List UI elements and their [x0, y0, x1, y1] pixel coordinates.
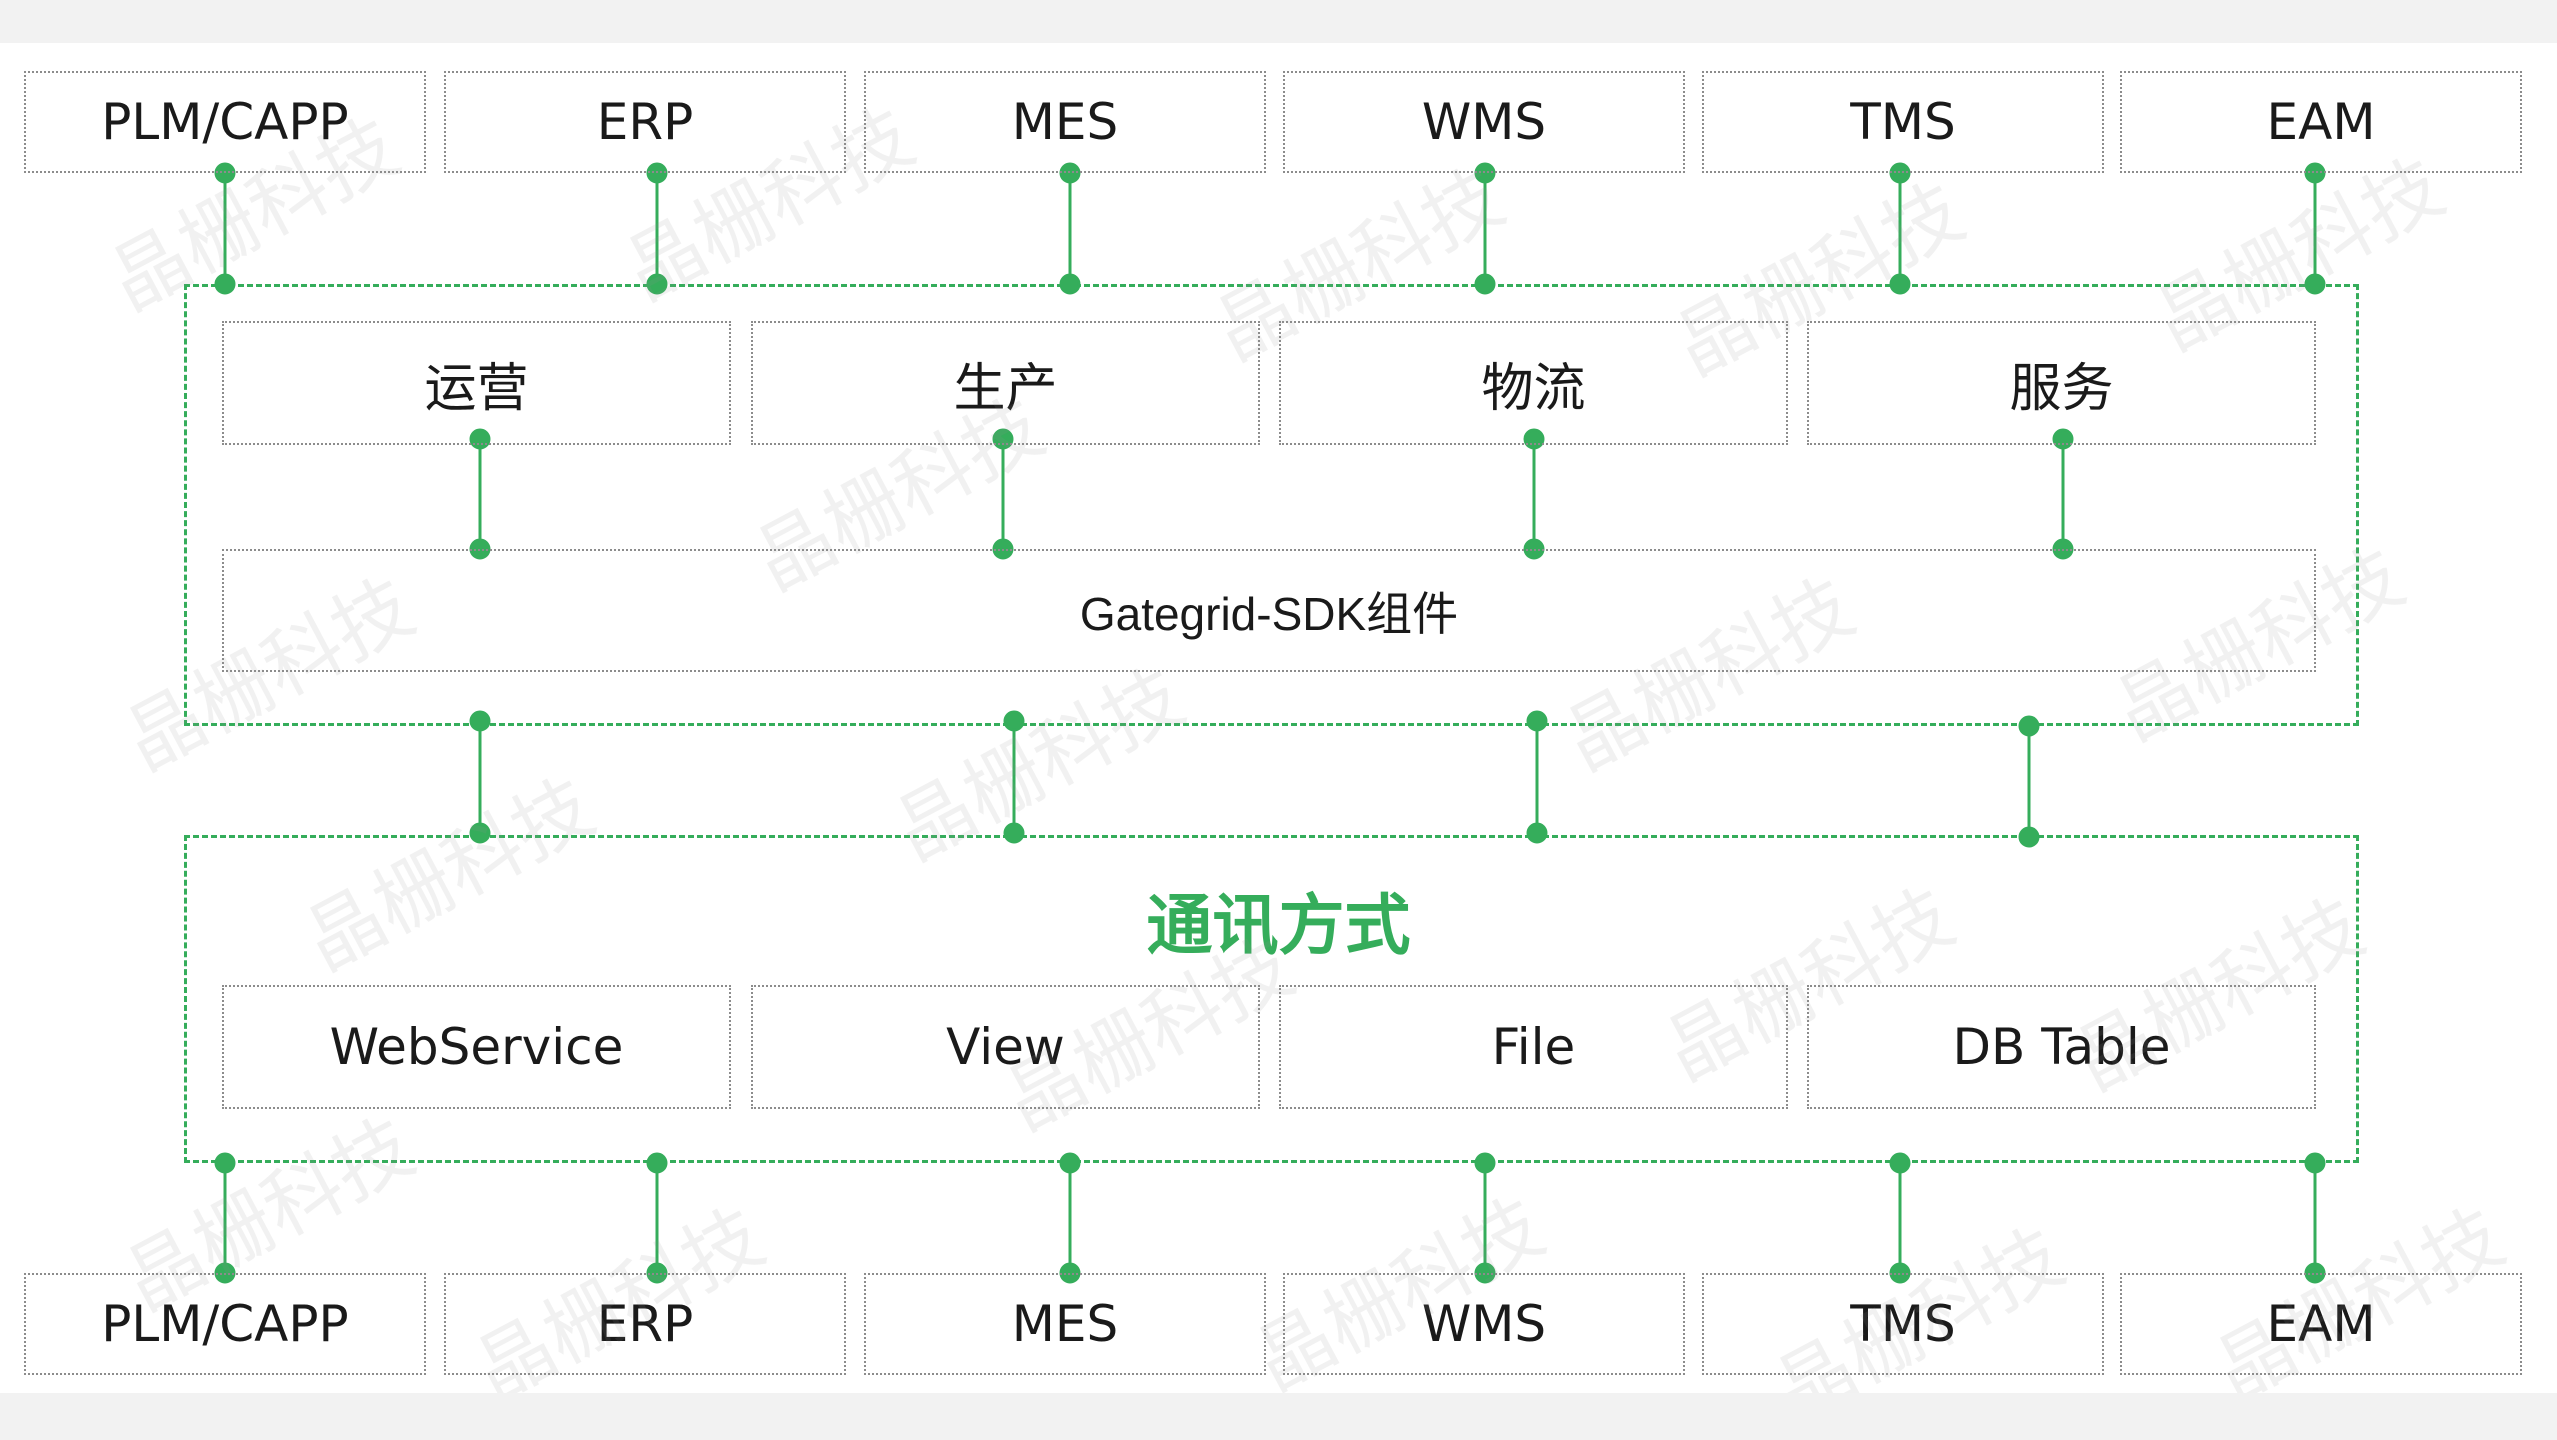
method-db-table: DB Table	[1807, 985, 2316, 1109]
bottom-system-erp: ERP	[444, 1273, 846, 1375]
module-operations: 运营	[222, 321, 731, 445]
bottom-system-tms: TMS	[1702, 1273, 2104, 1375]
module-logistics: 物流	[1279, 321, 1788, 445]
top-system-mes: MES	[864, 71, 1266, 173]
module-production: 生产	[751, 321, 1260, 445]
bottom-system-eam: EAM	[2120, 1273, 2522, 1375]
platform-group	[184, 284, 2359, 726]
bottom-system-mes: MES	[864, 1273, 1266, 1375]
bottom-system-wms: WMS	[1283, 1273, 1685, 1375]
method-webservice: WebService	[222, 985, 731, 1109]
method-view: View	[751, 985, 1260, 1109]
top-system-wms: WMS	[1283, 71, 1685, 173]
module-service: 服务	[1807, 321, 2316, 445]
method-file: File	[1279, 985, 1788, 1109]
top-system-tms: TMS	[1702, 71, 2104, 173]
architecture-diagram: PLM/CAPP ERP MES WMS TMS EAM 运营 生产 物流 服务…	[0, 43, 2557, 1393]
top-system-eam: EAM	[2120, 71, 2522, 173]
communication-title: 通讯方式	[1146, 887, 1411, 964]
communication-group	[184, 835, 2359, 1163]
top-system-erp: ERP	[444, 71, 846, 173]
bottom-system-plm-capp: PLM/CAPP	[24, 1273, 426, 1375]
sdk-component: Gategrid-SDK组件	[222, 549, 2316, 672]
top-system-plm-capp: PLM/CAPP	[24, 71, 426, 173]
